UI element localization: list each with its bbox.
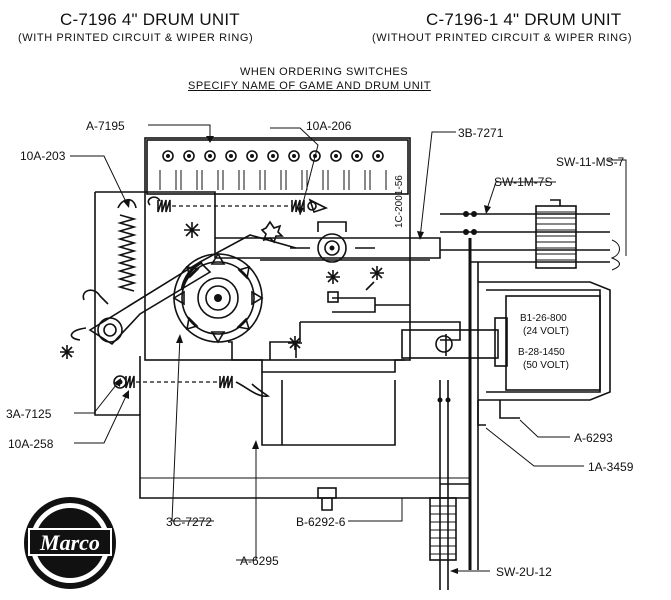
mounting-bolt — [317, 487, 337, 511]
label-a-6295: A-6295 — [240, 554, 279, 568]
label-3a-7125: 3A-7125 — [6, 407, 52, 421]
marco-logo-text: Marco — [39, 530, 100, 555]
leader-lines — [70, 124, 627, 574]
label-sw-2u-12: SW-2U-12 — [496, 565, 552, 579]
label-10a-206: 10A-206 — [306, 119, 352, 133]
label-3c-7272: 3C-7272 — [166, 515, 212, 529]
spring-10a-203 — [82, 198, 137, 305]
marco-logo: Marco — [24, 497, 116, 589]
coil2-part-label: B-28-1450 — [518, 347, 565, 358]
slide-assembly — [215, 198, 441, 263]
spring-10a-206 — [147, 196, 317, 213]
label-a-7195: A-7195 — [86, 119, 125, 133]
left-unit-title: C-7196 4" DRUM UNIT — [60, 10, 240, 29]
label-10a-258: 10A-258 — [8, 437, 54, 451]
label-b-6292-6: B-6292-6 — [296, 515, 346, 529]
label-1a-3459: 1A-3459 — [588, 460, 634, 474]
label-sw-11-ms-7: SW-11-MS-7 — [556, 155, 625, 169]
printed-circuit-board: 1C-2001-56 — [144, 137, 411, 361]
bottom-switch — [429, 380, 457, 590]
left-unit-subtitle: (WITH PRINTED CIRCUIT & WIPER RING) — [18, 32, 254, 44]
solenoid-coil: B1-26-800 (24 VOLT) B-28-1450 (50 VOLT) — [401, 238, 611, 570]
board-code-label: 1C-2001-56 — [394, 175, 405, 228]
drum-gear — [172, 252, 264, 344]
label-a-6293: A-6293 — [574, 431, 613, 445]
lubrication-marks — [60, 222, 384, 359]
switch-stack — [440, 199, 610, 269]
right-unit-title: C-7196-1 4" DRUM UNIT — [426, 10, 622, 29]
coil1-part-label: B1-26-800 — [520, 313, 567, 324]
coil2-voltage-label: (50 VOLT) — [523, 360, 569, 371]
right-unit-subtitle: (WITHOUT PRINTED CIRCUIT & WIPER RING) — [372, 32, 633, 44]
label-10a-203: 10A-203 — [20, 149, 66, 163]
label-sw-1m-7s: SW-1M-7S — [494, 175, 552, 189]
ordering-note-line1: WHEN ORDERING SWITCHES — [240, 66, 409, 78]
part-labels: A-7195 10A-206 3B-7271 SW-11-MS-7 SW-1M-… — [6, 119, 634, 579]
spring-10a-258 — [113, 375, 271, 398]
label-3b-7271: 3B-7271 — [458, 126, 504, 140]
lower-frame — [228, 291, 461, 446]
terminal-row — [162, 150, 384, 162]
ordering-note-line2: SPECIFY NAME OF GAME AND DRUM UNIT — [188, 80, 431, 92]
coil1-voltage-label: (24 VOLT) — [523, 326, 569, 337]
